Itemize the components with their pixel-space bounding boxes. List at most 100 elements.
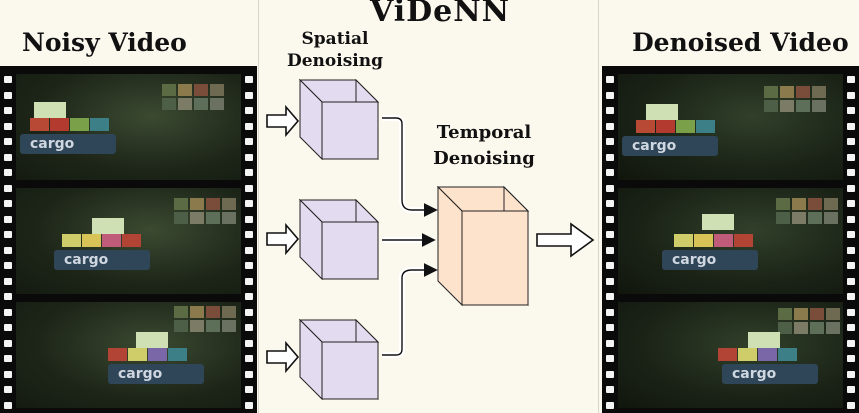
toy-bricks <box>674 234 753 247</box>
film-perforation <box>4 169 12 176</box>
film-perforation <box>4 355 12 362</box>
film-perforation <box>4 339 12 347</box>
color-checker <box>162 84 224 110</box>
film-perforation <box>4 153 12 161</box>
film-perforation <box>245 246 253 254</box>
film-perforation <box>606 324 614 331</box>
film-perforation <box>245 215 253 223</box>
noisy-film-strip: cargo cargo cargo <box>0 66 257 413</box>
film-perforation <box>245 76 253 83</box>
film-perforation <box>847 339 855 347</box>
film-perforation <box>245 308 253 316</box>
film-perforation <box>606 246 614 254</box>
film-perforation <box>245 184 253 192</box>
film-perforation <box>847 107 855 114</box>
film-perforation <box>606 215 614 223</box>
toy-bricks <box>636 120 715 133</box>
denoised-frame-3: cargo <box>618 302 843 408</box>
film-perforation <box>4 308 12 316</box>
toy-truck: cargo <box>662 250 758 270</box>
color-checker <box>174 306 236 332</box>
film-perforation <box>245 153 253 161</box>
film-perforation <box>847 262 855 269</box>
film-perforation <box>606 169 614 176</box>
film-perforation <box>847 200 855 207</box>
noisy-frame-2: cargo <box>16 188 241 294</box>
film-perforation <box>606 200 614 207</box>
toy-truck: cargo <box>20 134 116 154</box>
film-perforation <box>245 107 253 114</box>
film-perforation <box>847 386 855 393</box>
right-header: Denoised Video <box>632 28 849 57</box>
temporal-label-line1: Temporal <box>436 122 532 143</box>
film-perforation <box>606 355 614 362</box>
temporal-cube <box>436 185 530 307</box>
film-perforation <box>847 277 855 285</box>
film-perforation <box>847 184 855 192</box>
toy-bricks <box>108 348 187 361</box>
toy-bricks <box>718 348 797 361</box>
film-perforation <box>606 339 614 347</box>
noisy-frame-1: cargo <box>16 74 241 180</box>
denoised-frame-2: cargo <box>618 188 843 294</box>
film-perforation <box>606 370 614 378</box>
film-perforation <box>847 246 855 254</box>
film-perforation <box>606 401 614 409</box>
film-perforation <box>4 122 12 130</box>
film-perforation <box>245 122 253 130</box>
temporal-label-line2: Denoising <box>433 148 535 169</box>
film-perforation <box>4 262 12 269</box>
input-arrow-1 <box>266 104 300 138</box>
connector-1 <box>382 115 438 217</box>
toy-block-white <box>702 214 734 230</box>
film-perforation <box>847 355 855 362</box>
color-checker <box>778 308 840 334</box>
toy-truck: cargo <box>108 364 204 384</box>
film-perforation <box>847 169 855 176</box>
film-perforation <box>245 169 253 176</box>
input-arrow-3 <box>266 340 300 374</box>
film-perforation <box>606 386 614 393</box>
film-perforation <box>245 355 253 362</box>
film-perforation <box>606 293 614 300</box>
film-perforation <box>245 200 253 207</box>
film-perforation <box>847 138 855 145</box>
film-perforation <box>847 293 855 300</box>
film-perforation <box>245 277 253 285</box>
output-arrow <box>536 222 595 258</box>
noisy-frame-3: cargo <box>16 302 241 408</box>
left-divider <box>258 0 259 413</box>
film-perforation <box>4 370 12 378</box>
spatial-cube-1 <box>298 78 380 161</box>
film-perforation <box>4 386 12 393</box>
left-header: Noisy Video <box>22 28 187 57</box>
spatial-denoising-label: Spatial Denoising <box>282 28 388 72</box>
film-perforation <box>606 262 614 269</box>
film-perforation <box>4 184 12 192</box>
toy-truck: cargo <box>622 136 718 156</box>
film-perforation <box>245 262 253 269</box>
toy-block-white <box>34 102 66 118</box>
film-perforation <box>606 76 614 83</box>
film-perforation <box>847 215 855 223</box>
toy-truck: cargo <box>722 364 818 384</box>
film-perforation <box>606 153 614 161</box>
film-perforation <box>4 107 12 114</box>
film-perforation <box>847 401 855 409</box>
film-perforation <box>847 231 855 238</box>
toy-block-white <box>748 332 780 348</box>
toy-bricks <box>62 234 141 247</box>
film-perforation <box>245 91 253 99</box>
film-perforation <box>847 153 855 161</box>
film-perforation <box>245 401 253 409</box>
film-perforation <box>606 107 614 114</box>
color-checker <box>764 86 826 112</box>
toy-block-white <box>92 218 124 234</box>
film-perforation <box>847 308 855 316</box>
film-perforation <box>606 184 614 192</box>
film-perforation <box>4 76 12 83</box>
film-perforation <box>4 324 12 331</box>
film-perforation <box>606 308 614 316</box>
film-perforation <box>847 91 855 99</box>
temporal-denoising-label: Temporal Denoising <box>424 120 544 172</box>
